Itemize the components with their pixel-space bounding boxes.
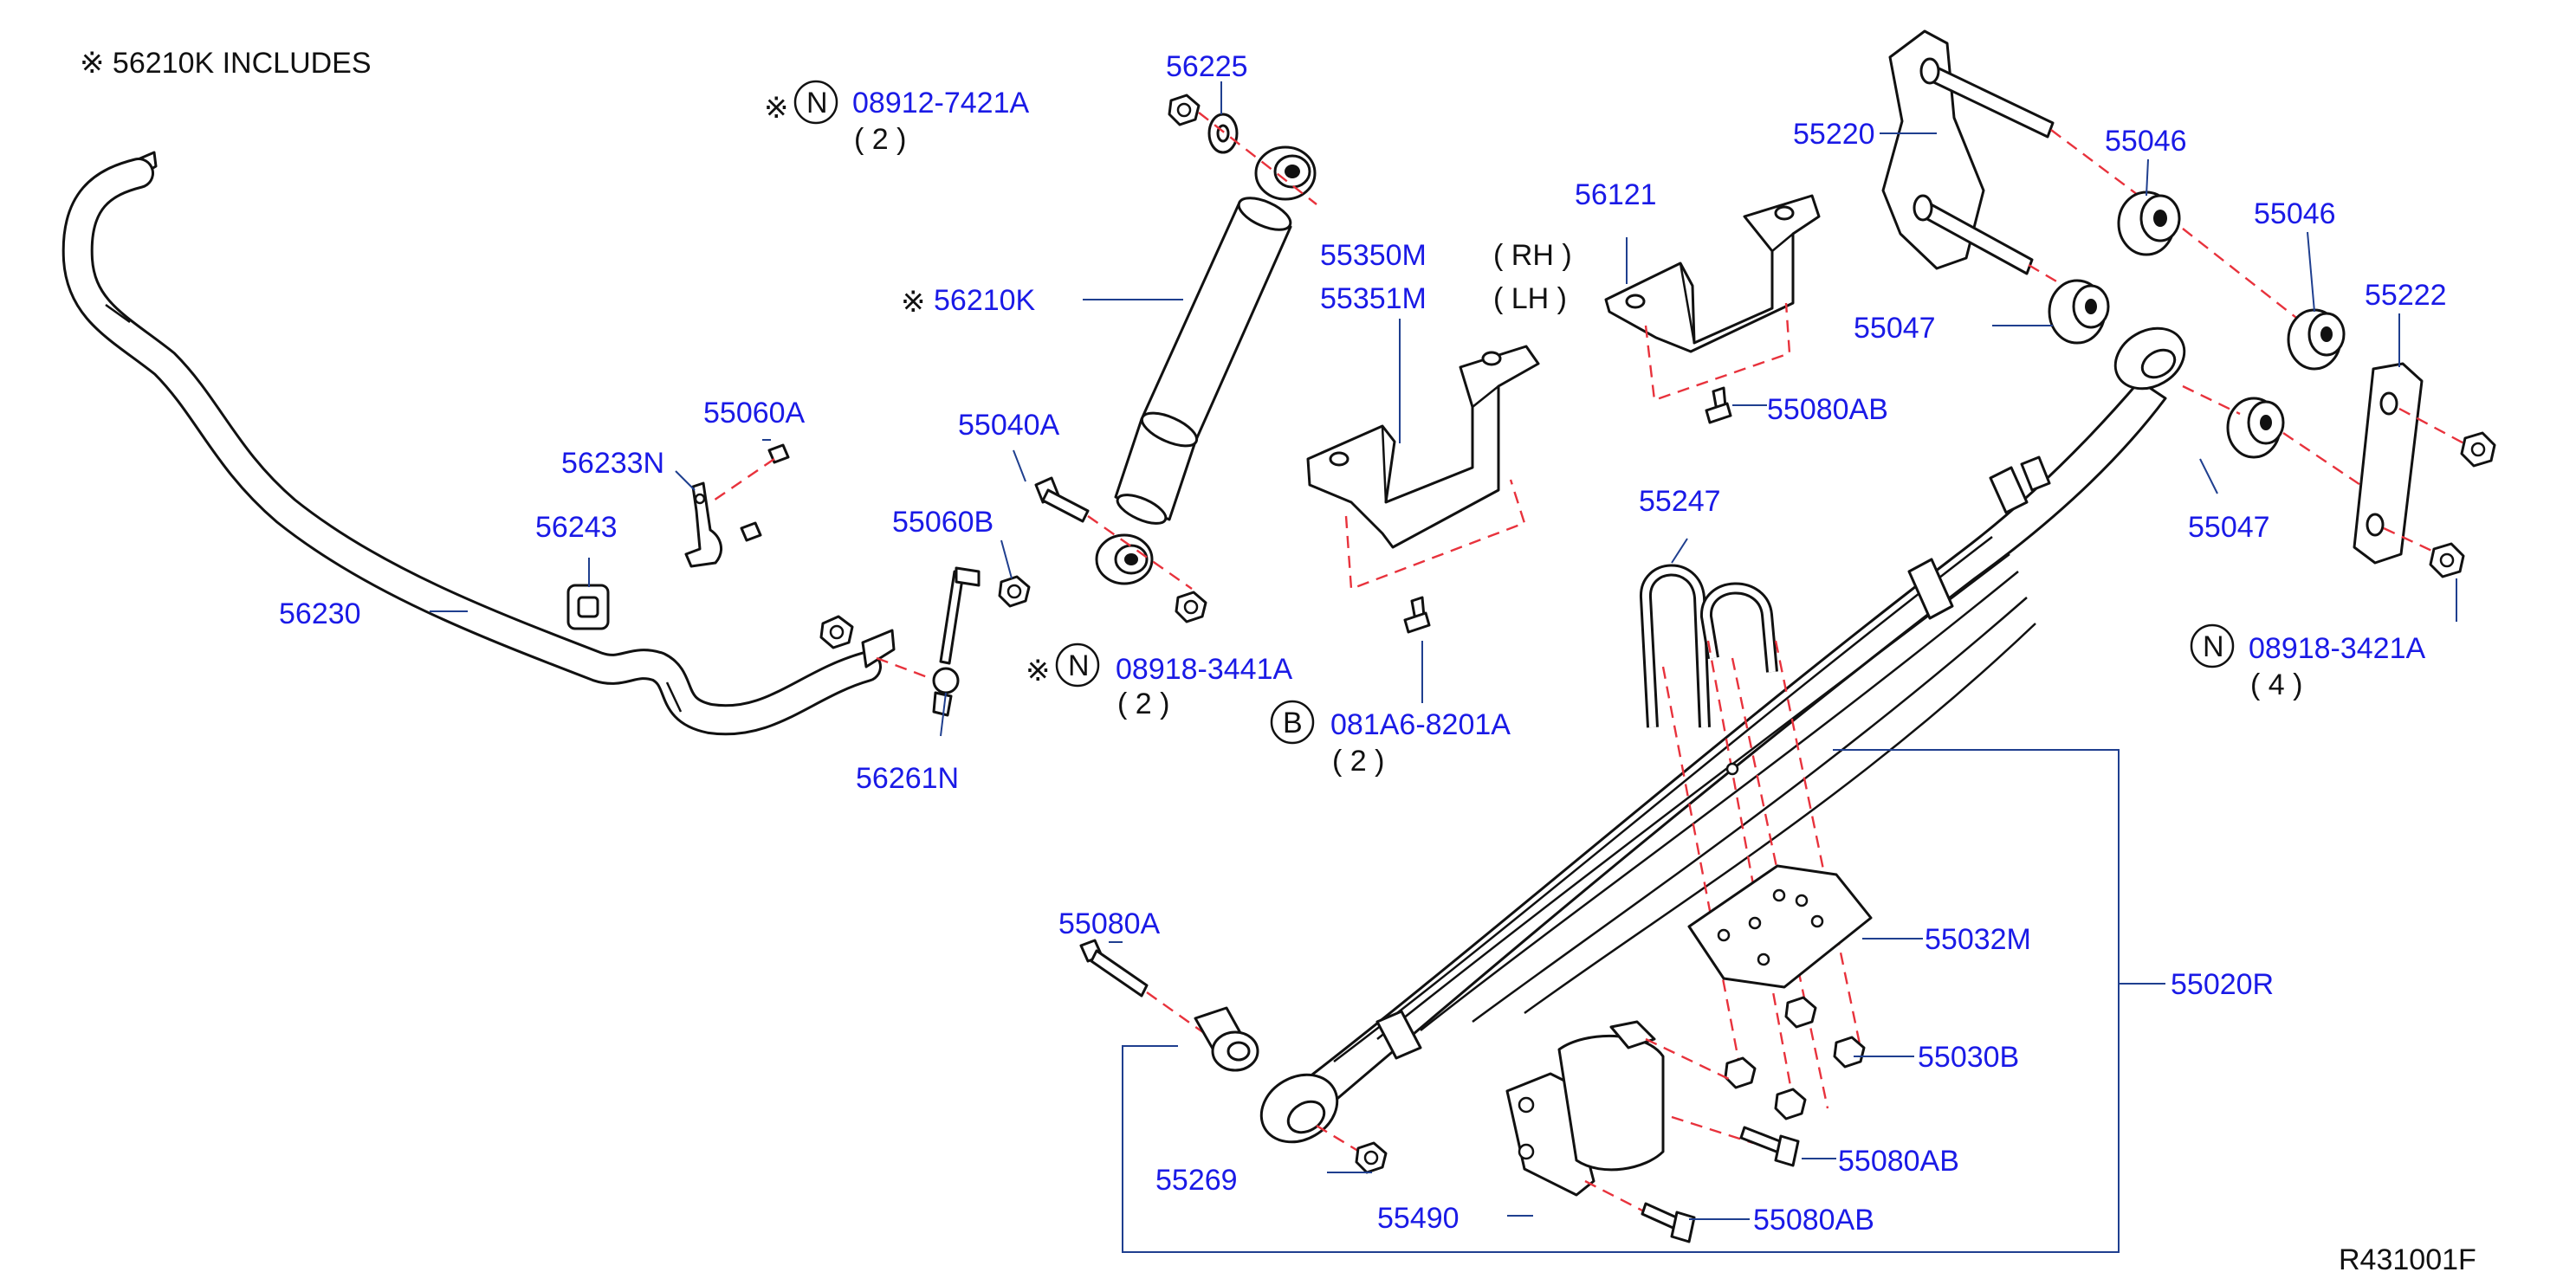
side-lh: ( LH ) [1493, 282, 1567, 315]
n-marker-08918-3441: N [1068, 649, 1090, 682]
u-bolt-55247[interactable] [1640, 564, 1778, 728]
includes-note: ※ 56210K INCLUDES [80, 47, 372, 80]
nut-55030b[interactable] [1724, 996, 1866, 1120]
marker-symbols [793, 80, 2235, 745]
bushing-55046-lower[interactable] [2287, 308, 2346, 371]
nut-08912-7421a[interactable] [1168, 94, 1201, 126]
bushing-55047-lower[interactable] [2226, 397, 2285, 459]
label-55046-lower[interactable]: 55046 [2254, 197, 2336, 230]
label-55247[interactable]: 55247 [1639, 485, 1721, 518]
label-55046-upper[interactable]: 55046 [2105, 125, 2187, 158]
spring-seat-55032m[interactable] [1687, 762, 1873, 989]
leaf-spring-55020r[interactable] [1249, 316, 2195, 1155]
bushing-55047-upper[interactable] [2048, 279, 2110, 345]
bolt-55080ab-bottom[interactable] [1641, 1202, 1696, 1243]
label-55222[interactable]: 55222 [2365, 279, 2447, 312]
b-marker-081a6: B [1283, 707, 1303, 739]
label-55080ab-mid[interactable]: 55080AB [1838, 1145, 1959, 1178]
n-marker-08918-3421: N [2203, 630, 2224, 663]
nut-08918-3441a[interactable] [1175, 591, 1207, 623]
shock-absorber-56210k[interactable] [1095, 145, 1317, 585]
bolt-55060a[interactable] [708, 443, 790, 542]
label-08918-3421a[interactable]: 08918-3421A [2249, 632, 2426, 665]
label-55060b[interactable]: 55060B [892, 506, 994, 539]
qty-08918-3441a: ( 2 ) [1117, 688, 1169, 720]
diagram-id: R431001F [2339, 1243, 2476, 1276]
label-55060a[interactable]: 55060A [703, 397, 806, 429]
label-55080a[interactable]: 55080A [1058, 907, 1161, 940]
label-55220[interactable]: 55220 [1793, 118, 1875, 151]
label-55350m[interactable]: 55350M [1320, 239, 1427, 272]
label-56233n[interactable]: 56233N [561, 447, 664, 480]
bracket-55350m-55351m[interactable] [1306, 345, 1540, 549]
label-55040a[interactable]: 55040A [958, 409, 1060, 442]
label-55080ab-bottom[interactable]: 55080AB [1753, 1204, 1874, 1237]
side-rh: ( RH ) [1493, 239, 1572, 272]
label-56230[interactable]: 56230 [279, 597, 361, 630]
washer-56225[interactable] [1207, 113, 1239, 154]
nut-shackle-upper[interactable] [2460, 431, 2496, 468]
label-55020r[interactable]: 55020R [2171, 968, 2274, 1001]
label-55269[interactable]: 55269 [1155, 1164, 1238, 1197]
bracket-56121[interactable] [1604, 194, 1821, 353]
label-081a6-8201a[interactable]: 081A6-8201A [1330, 708, 1511, 741]
label-56225[interactable]: 56225 [1166, 50, 1248, 83]
bolt-55040a[interactable] [1034, 476, 1090, 523]
label-55032m[interactable]: 55032M [1925, 923, 2031, 956]
bushing-55046-upper[interactable] [2117, 190, 2181, 256]
label-56261n[interactable]: 56261N [856, 762, 959, 795]
label-55351m[interactable]: 55351M [1320, 282, 1427, 315]
bolt-081a6-8201a[interactable] [1403, 596, 1431, 634]
nut-08918-3421a[interactable] [2429, 542, 2465, 578]
label-55490[interactable]: 55490 [1377, 1202, 1460, 1235]
label-56121[interactable]: 56121 [1575, 178, 1657, 211]
label-55030b[interactable]: 55030B [1918, 1041, 2019, 1074]
label-56210k[interactable]: 56210K [934, 284, 1036, 317]
bolt-55080ab-top[interactable] [1705, 386, 1732, 424]
n-marker-08912: N [806, 87, 828, 119]
qty-08918-3421a: ( 4 ) [2250, 668, 2302, 701]
leader-lines [430, 81, 2457, 1220]
label-55047-lower[interactable]: 55047 [2188, 511, 2270, 544]
bolt-55080a[interactable] [1079, 939, 1149, 998]
nut-front-eye[interactable] [1355, 1141, 1388, 1174]
label-08918-3441a[interactable]: 08918-3441A [1116, 653, 1293, 686]
stabilizer-bushing-56243[interactable] [566, 584, 610, 630]
label-55080ab-top[interactable]: 55080AB [1767, 393, 1888, 426]
nut-55060b[interactable] [998, 575, 1031, 608]
ref-mark-56210k: ※ [901, 286, 926, 319]
bolt-55080ab-mid[interactable] [1739, 1126, 1800, 1167]
label-08912-7421a[interactable]: 08912-7421A [852, 87, 1030, 119]
label-56243[interactable]: 56243 [535, 511, 618, 544]
shackle-plate-55220[interactable] [1881, 29, 2055, 275]
stabilizer-link-56261n[interactable] [932, 566, 981, 717]
bump-stopper-55490[interactable] [1505, 1020, 1665, 1197]
shackle-plate-55222[interactable] [2353, 362, 2424, 565]
label-55047-upper[interactable]: 55047 [1854, 312, 1936, 345]
qty-081a6-8201a: ( 2 ) [1332, 745, 1384, 778]
ref-mark-08912: ※ [764, 92, 789, 125]
stabilizer-bar[interactable] [61, 151, 896, 736]
link-nut-lower[interactable] [819, 615, 854, 649]
qty-08912-7421a: ( 2 ) [854, 123, 906, 156]
bushing-clamp-56233n[interactable] [684, 481, 723, 568]
assembly-bracket-55020r [1122, 749, 2120, 1253]
bushing-55269[interactable] [1194, 1006, 1259, 1072]
ref-mark-08918-3441: ※ [1026, 655, 1051, 688]
